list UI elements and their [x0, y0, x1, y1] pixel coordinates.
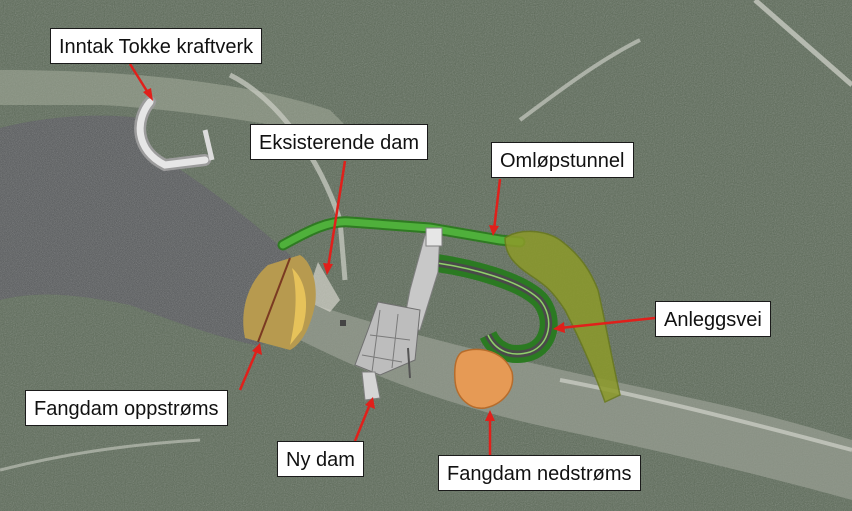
label-inntak-tokke-kraftverk: Inntak Tokke kraftverk: [50, 28, 263, 64]
spoil-area: [504, 230, 621, 404]
road-lower: [559, 378, 852, 452]
road-diagonal: [753, 0, 852, 87]
arrow-nydam-head: [365, 397, 375, 409]
road-lower-left: [0, 438, 201, 472]
label-eksisterende-dam: Eksisterende dam: [250, 124, 429, 160]
riverbed-lower: [300, 300, 852, 500]
arrow-inntak-head: [143, 88, 153, 101]
annotation-arrows: [128, 63, 656, 455]
construction-road: [435, 254, 558, 363]
cofferdam-downstream: [454, 348, 514, 409]
label-omlopstunnel: Omløpstunnel: [491, 142, 634, 178]
label-fangdam-nedstroms: Fangdam nedstrøms: [438, 455, 641, 491]
label-anleggsvei: Anleggsvei: [655, 301, 771, 337]
road-top-right: [518, 38, 641, 122]
arrow-fangdam-opp: [238, 349, 259, 391]
intake-structure: [134, 96, 215, 172]
label-fangdam-oppstroms: Fangdam oppstrøms: [25, 390, 228, 426]
arrow-nydam: [353, 403, 372, 442]
label-ny-dam: Ny dam: [277, 441, 364, 477]
cofferdam-upstream: [243, 255, 316, 350]
arrow-eksisterende: [326, 160, 347, 269]
arrow-omlop: [492, 178, 502, 231]
new-dam: [340, 227, 443, 401]
arrow-eksisterende-head: [323, 263, 333, 275]
arrow-omlop-head: [489, 225, 499, 236]
arrow-anleggsvei-head: [553, 322, 565, 333]
clearing-top: [0, 70, 360, 140]
arrow-fangdam-opp-head: [252, 343, 262, 355]
arrow-anleggsvei: [559, 316, 656, 330]
arrow-fangdam-ned-head: [485, 410, 495, 421]
